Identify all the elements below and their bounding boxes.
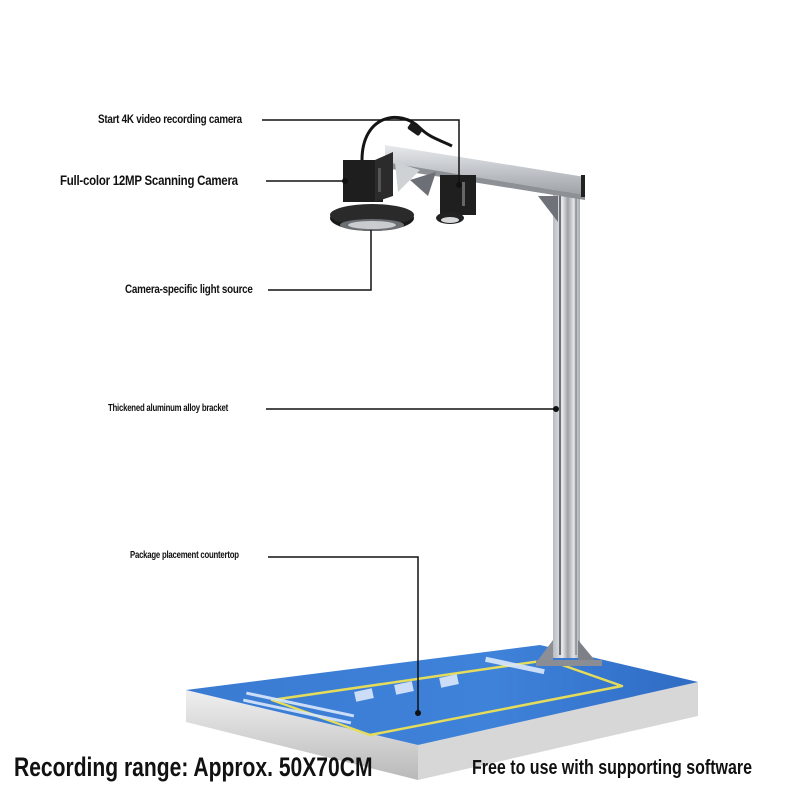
software-caption: Free to use with supporting software: [472, 757, 753, 779]
callout-video-camera: Start 4K video recording camera: [98, 112, 242, 126]
countertop-base: [186, 645, 698, 780]
callout-light-source: Camera-specific light source: [125, 282, 253, 296]
scanning-camera: [330, 152, 414, 231]
callout-lines: [262, 119, 556, 713]
callout-countertop: Package placement countertop: [130, 550, 239, 561]
aluminum-arm: [385, 145, 585, 222]
aluminum-post: [536, 190, 602, 666]
recording-range-caption: Recording range: Approx. 50X70CM: [14, 752, 373, 782]
callout-dots: [342, 178, 559, 716]
callout-bracket: Thickened aluminum alloy bracket: [108, 403, 228, 414]
video-camera: [436, 175, 476, 224]
callout-scanning-camera: Full-color 12MP Scanning Camera: [60, 172, 238, 188]
